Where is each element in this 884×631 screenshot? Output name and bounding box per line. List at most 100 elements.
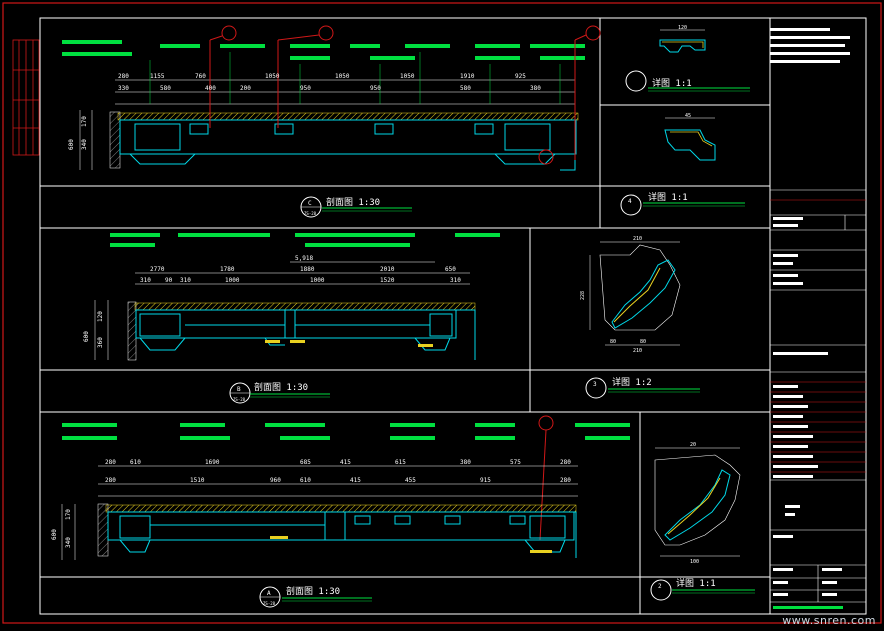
svg-text:280: 280 xyxy=(105,477,116,484)
svg-text:925: 925 xyxy=(515,73,526,80)
svg-text:760: 760 xyxy=(195,73,206,80)
middle-section-profile xyxy=(135,309,476,360)
svg-text:详图 1:2: 详图 1:2 xyxy=(612,376,652,388)
top-dim-row1: 280 1155 760 1050 1050 1050 1910 925 xyxy=(118,73,526,80)
bottom-section-profile xyxy=(107,511,577,558)
top-vertical-dims: 600 170 340 xyxy=(68,110,93,170)
left-margin-strip xyxy=(12,39,40,156)
svg-text:210: 210 xyxy=(633,348,642,354)
svg-text:1780: 1780 xyxy=(220,266,235,273)
detail-marker-4-icon xyxy=(620,194,642,216)
top-red-callouts xyxy=(209,25,601,165)
svg-text:340: 340 xyxy=(65,537,72,548)
middle-dim-row2: 310 90 310 1000 1000 1520 310 xyxy=(140,277,461,284)
detail-marker-2-icon xyxy=(650,579,672,601)
svg-text:960: 960 xyxy=(270,477,281,484)
top-section-profile xyxy=(119,119,577,171)
middle-annotation-text xyxy=(110,233,500,247)
svg-text:600: 600 xyxy=(68,139,75,150)
detail-4-view: 45 4 详图 1:1 xyxy=(620,113,745,216)
detail-1-view: 120 详图 1:1 xyxy=(625,25,850,92)
top-leader-lines xyxy=(149,52,561,104)
svg-text:1155: 1155 xyxy=(150,73,165,80)
svg-text:90: 90 xyxy=(165,277,173,284)
svg-text:360: 360 xyxy=(97,337,104,348)
svg-text:200: 200 xyxy=(240,85,251,92)
detail-marker-1-icon xyxy=(625,70,647,92)
svg-text:A: A xyxy=(267,590,271,597)
svg-text:415: 415 xyxy=(340,459,351,466)
middle-overall-dim: 5,918 xyxy=(295,255,313,262)
bottom-red-callout-icon xyxy=(538,415,554,431)
svg-text:170: 170 xyxy=(81,116,88,127)
svg-text:228: 228 xyxy=(580,291,586,300)
svg-text:ZS-28: ZS-28 xyxy=(263,601,276,606)
svg-text:330: 330 xyxy=(118,85,129,92)
view-separators xyxy=(40,18,771,614)
svg-text:3: 3 xyxy=(593,381,597,388)
svg-text:915: 915 xyxy=(480,477,491,484)
svg-text:120: 120 xyxy=(97,311,104,322)
middle-vertical-dims: 600 120 360 xyxy=(83,300,109,360)
svg-text:280: 280 xyxy=(118,73,129,80)
middle-wall-hatch xyxy=(127,301,137,361)
svg-text:310: 310 xyxy=(140,277,151,284)
detail-2-view: 20 100 2 详图 1:1 xyxy=(650,442,755,601)
bottom-vertical-dims: 600 170 340 xyxy=(51,504,76,560)
svg-text:20: 20 xyxy=(690,442,696,448)
svg-text:415: 415 xyxy=(350,477,361,484)
svg-text:650: 650 xyxy=(445,266,456,273)
svg-text:340: 340 xyxy=(81,139,88,150)
svg-text:1690: 1690 xyxy=(205,459,220,466)
svg-text:1510: 1510 xyxy=(190,477,205,484)
detail-marker-3-icon xyxy=(585,377,607,399)
svg-text:1910: 1910 xyxy=(460,73,475,80)
svg-text:610: 610 xyxy=(130,459,141,466)
bottom-section-title: A ZS-28 剖面图 1:30 xyxy=(259,585,372,608)
svg-text:1880: 1880 xyxy=(300,266,315,273)
top-marker-ref: ZS-28 xyxy=(304,211,317,216)
svg-text:剖面图 1:30: 剖面图 1:30 xyxy=(286,585,340,597)
middle-dimension-lines xyxy=(135,261,470,285)
svg-text:310: 310 xyxy=(450,277,461,284)
bottom-dim-row1: 280 610 1690 685 415 615 380 575 280 xyxy=(105,459,571,466)
bottom-small-moldings xyxy=(270,536,552,553)
svg-text:615: 615 xyxy=(395,459,406,466)
svg-text:2: 2 xyxy=(658,583,662,590)
middle-section-view: 5,918 2770 1780 1880 2010 650 310 90 310… xyxy=(83,233,500,404)
svg-text:210: 210 xyxy=(633,236,642,242)
svg-text:1000: 1000 xyxy=(310,277,325,284)
svg-text:1000: 1000 xyxy=(225,277,240,284)
svg-text:剖面图 1:30: 剖面图 1:30 xyxy=(254,381,308,393)
svg-text:380: 380 xyxy=(460,459,471,466)
bottom-board xyxy=(105,504,577,513)
svg-text:1520: 1520 xyxy=(380,277,395,284)
svg-text:685: 685 xyxy=(300,459,311,466)
middle-dim-row1: 2770 1780 1880 2010 650 xyxy=(150,266,456,273)
top-dim-row2: 330 580 400 200 950 950 580 380 xyxy=(118,85,541,92)
middle-section-title: B ZS-28 剖面图 1:30 xyxy=(229,381,330,404)
svg-text:1050: 1050 xyxy=(400,73,415,80)
detail-3-view: 210 228 80 80 210 3 详图 1:2 xyxy=(580,236,700,399)
svg-text:280: 280 xyxy=(105,459,116,466)
svg-text:详图 1:1: 详图 1:1 xyxy=(676,577,716,589)
svg-text:2770: 2770 xyxy=(150,266,165,273)
svg-text:950: 950 xyxy=(370,85,381,92)
top-section-view: 600 170 340 C ZS-28 剖面图 1:30 xyxy=(62,25,601,218)
title-block xyxy=(769,17,867,615)
svg-text:120: 120 xyxy=(678,25,687,31)
svg-text:610: 610 xyxy=(300,477,311,484)
svg-text:2010: 2010 xyxy=(380,266,395,273)
svg-text:580: 580 xyxy=(460,85,471,92)
svg-text:170: 170 xyxy=(65,509,72,520)
top-section-board xyxy=(117,112,579,121)
svg-text:详图 1:1: 详图 1:1 xyxy=(648,191,688,203)
svg-text:详图 1:1: 详图 1:1 xyxy=(652,77,692,89)
svg-text:1050: 1050 xyxy=(265,73,280,80)
svg-text:45: 45 xyxy=(685,113,691,119)
svg-text:4: 4 xyxy=(628,198,632,205)
svg-text:80: 80 xyxy=(610,339,616,345)
svg-text:100: 100 xyxy=(690,559,699,565)
